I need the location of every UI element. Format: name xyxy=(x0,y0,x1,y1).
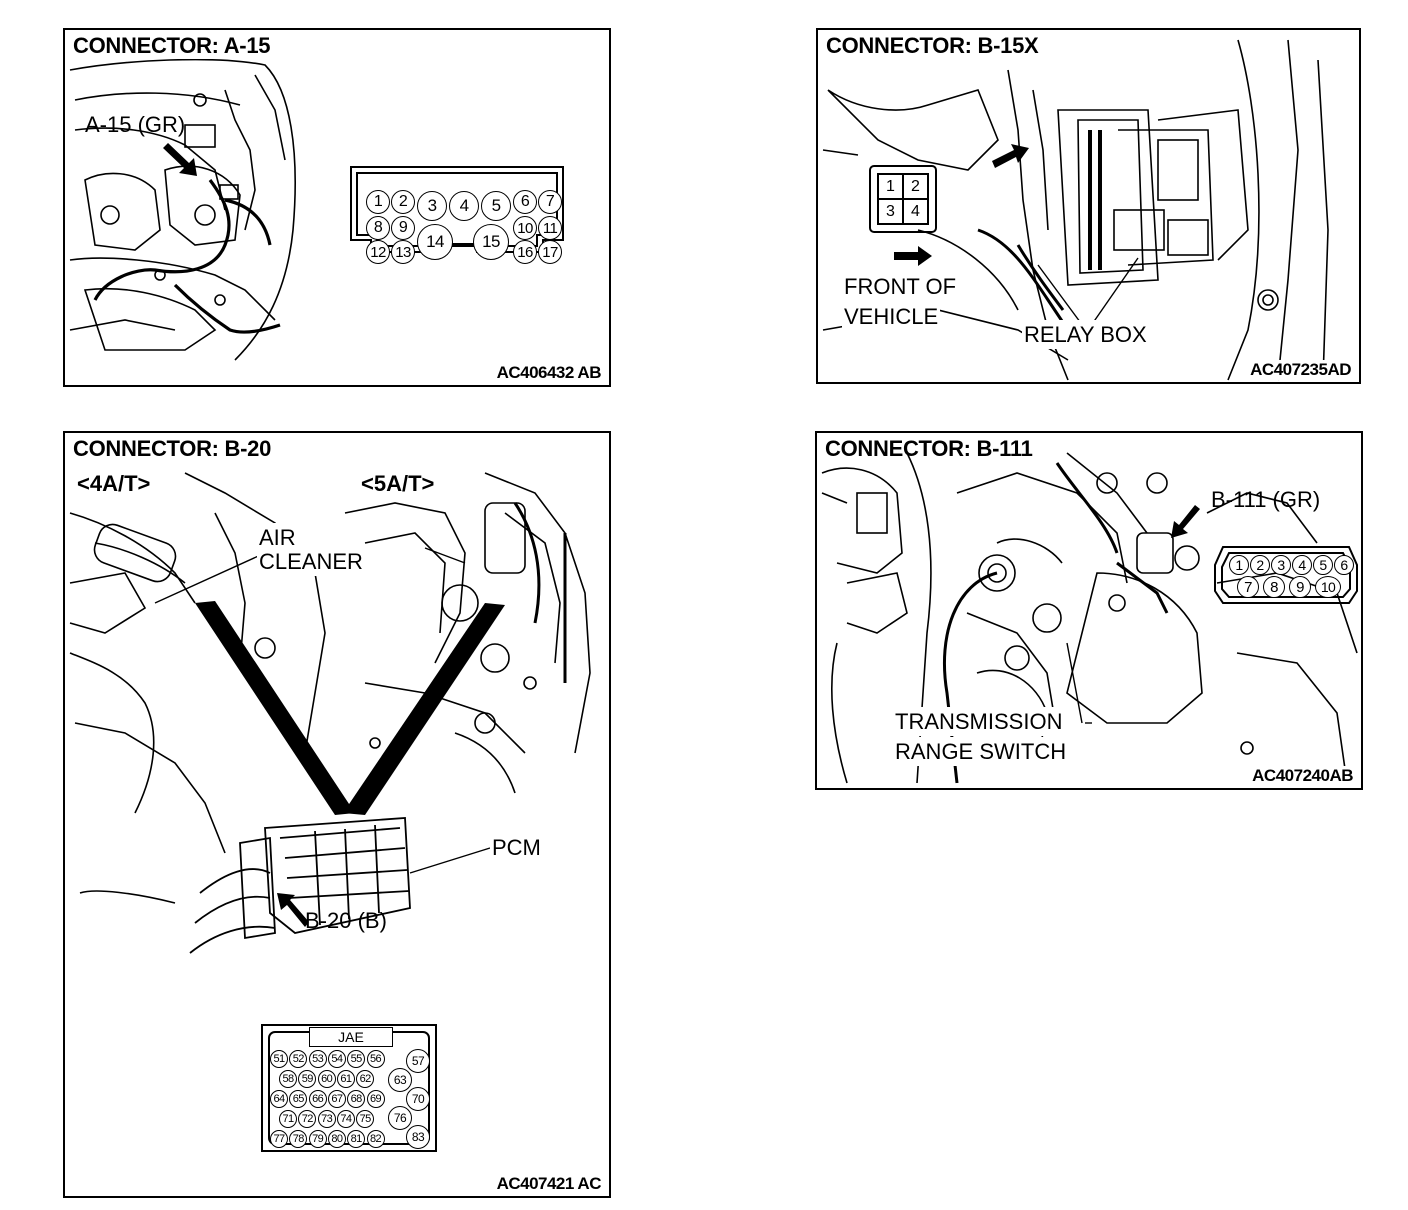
a15-pin-10: 10 xyxy=(513,216,537,240)
a15-title: CONNECTOR: A-15 xyxy=(71,33,273,59)
a15-connector-label: A-15 (GR) xyxy=(85,112,186,137)
b20-jae-pin-68: 68 xyxy=(347,1090,366,1108)
b20-jae-pin-75: 75 xyxy=(356,1110,375,1128)
a15-figure-code: AC406432 AB xyxy=(494,363,603,383)
a15-pin-8: 8 xyxy=(366,216,390,240)
b20-jae-pin-74: 74 xyxy=(336,1110,355,1128)
b20-title: CONNECTOR: B-20 xyxy=(71,436,274,462)
b20-jae-pin-63: 63 xyxy=(388,1068,412,1092)
b20-jae-pin-60: 60 xyxy=(317,1070,336,1088)
b20-jae-pin-64: 64 xyxy=(270,1090,288,1108)
b20-jae-pin-67: 67 xyxy=(327,1090,346,1108)
a15-pin-5: 5 xyxy=(481,191,511,221)
b111-pin-5: 5 xyxy=(1313,555,1333,575)
b20-jae-pin-55: 55 xyxy=(347,1050,366,1068)
b20-jae-pin-72: 72 xyxy=(298,1110,317,1128)
b20-air-cleaner-line2: CLEANER xyxy=(257,547,365,576)
b111-pointer-arrow-icon xyxy=(1171,505,1200,538)
b20-jae-pin-51: 51 xyxy=(270,1050,288,1068)
b15x-pointer-arrow-icon xyxy=(992,144,1029,168)
b20-jae-pin-78: 78 xyxy=(289,1130,308,1148)
b20-jae-pin-77: 77 xyxy=(270,1130,288,1148)
b20-callout-right-wedge xyxy=(343,603,505,815)
b20-jae-pin-81: 81 xyxy=(347,1130,366,1148)
panel-connector-b111: CONNECTOR: B-111 B-111 (GR) 1 2 3 4 5 6 … xyxy=(815,431,1363,790)
b111-trs-line2: RANGE SWITCH xyxy=(893,737,1069,766)
b20-jae-pin-66: 66 xyxy=(308,1090,327,1108)
b15x-front-of-vehicle-line1: FRONT OF xyxy=(842,272,959,301)
b111-pin-9: 9 xyxy=(1289,576,1311,598)
b20-jae-pin-52: 52 xyxy=(289,1050,308,1068)
b15x-front-arrow-icon xyxy=(894,246,932,266)
b20-jae-pin-65: 65 xyxy=(289,1090,308,1108)
a15-pointer-arrow-icon xyxy=(163,143,197,176)
b20-callout-left-wedge xyxy=(195,601,355,815)
b111-pin-8: 8 xyxy=(1263,576,1285,598)
b20-jae-pin-69: 69 xyxy=(366,1090,385,1108)
b15x-title: CONNECTOR: B-15X xyxy=(824,33,1041,59)
b20-jae-pin-62: 62 xyxy=(356,1070,375,1088)
panel-connector-b15x: CONNECTOR: B-15X 1 2 3 4 FRONT OF VEHICL… xyxy=(816,28,1361,384)
b111-pin-6: 6 xyxy=(1334,555,1354,575)
b20-jae-pin-70: 70 xyxy=(406,1087,430,1111)
a15-pin-7: 7 xyxy=(538,190,562,214)
b111-pin-1: 1 xyxy=(1229,555,1249,575)
b20-pcm-illustration xyxy=(69,472,591,1152)
a15-pin-6: 6 xyxy=(513,190,537,214)
b20-jae-pin-59: 59 xyxy=(298,1070,317,1088)
a15-pin-1: 1 xyxy=(366,190,390,214)
b20-jae-pin-57: 57 xyxy=(406,1049,430,1073)
b15x-pin-4: 4 xyxy=(903,199,928,224)
b20-5at-label: <5A/T> xyxy=(359,469,437,498)
panel-connector-a15: CONNECTOR: A-15 A-15 (GR) 1 2 3 4 5 6 7 … xyxy=(63,28,611,387)
b20-jae-pin-80: 80 xyxy=(327,1130,346,1148)
b111-pin-10: 10 xyxy=(1315,576,1341,598)
b20-jae-label: JAE xyxy=(309,1027,393,1047)
b20-jae-pin-58: 58 xyxy=(279,1070,297,1088)
b20-4at-label: <4A/T> xyxy=(75,469,153,498)
b20-jae-pin-76: 76 xyxy=(388,1106,412,1130)
b20-jae-pin-56: 56 xyxy=(366,1050,385,1068)
b111-pin-7: 7 xyxy=(1237,576,1259,598)
b20-pcm-label: PCM xyxy=(490,833,543,862)
a15-pin-11: 11 xyxy=(538,216,562,240)
b15x-figure-code: AC407235AD xyxy=(1248,360,1353,380)
b15x-pin-2: 2 xyxy=(903,174,928,199)
a15-pin-2: 2 xyxy=(391,190,415,214)
a15-pin-12: 12 xyxy=(366,240,390,264)
a15-pin-9: 9 xyxy=(391,216,415,240)
a15-pin-16: 16 xyxy=(513,240,537,264)
b15x-pin-1: 1 xyxy=(878,174,903,199)
a15-pin-4: 4 xyxy=(449,191,479,221)
b20-jae-pin-79: 79 xyxy=(308,1130,327,1148)
b20-jae-pin-54: 54 xyxy=(327,1050,346,1068)
b15x-relay-box-illustration xyxy=(822,39,1329,381)
b111-title: CONNECTOR: B-111 xyxy=(825,436,1033,461)
b20-pointer-arrow-icon xyxy=(277,893,309,927)
b15x-front-of-vehicle-line2: VEHICLE xyxy=(842,302,941,331)
b20-jae-pin-53: 53 xyxy=(308,1050,327,1068)
a15-pin-13: 13 xyxy=(391,240,415,264)
a15-pin-15: 15 xyxy=(473,224,509,260)
b20-jae-pin-73: 73 xyxy=(317,1110,336,1128)
a15-pin-3: 3 xyxy=(417,191,447,221)
b20-connector-label: B-20 (B) xyxy=(305,908,387,933)
b111-trs-line1: TRANSMISSION xyxy=(893,707,1065,736)
a15-pin-14: 14 xyxy=(417,224,453,260)
b111-pin-4: 4 xyxy=(1292,555,1312,575)
b15x-pin-3: 3 xyxy=(878,199,903,224)
b20-jae-pin-82: 82 xyxy=(366,1130,385,1148)
b111-pin-3: 3 xyxy=(1271,555,1291,575)
b111-figure-code: AC407240AB xyxy=(1250,766,1355,786)
b20-jae-pin-71: 71 xyxy=(279,1110,297,1128)
b20-jae-pin-61: 61 xyxy=(336,1070,355,1088)
b15x-relay-box-label: RELAY BOX xyxy=(1022,320,1149,349)
b111-pin-2: 2 xyxy=(1250,555,1270,575)
b20-figure-code: AC407421 AC xyxy=(494,1174,603,1194)
b20-jae-pin-83: 83 xyxy=(406,1125,430,1149)
a15-pin-17: 17 xyxy=(538,240,562,264)
panel-connector-b20: CONNECTOR: B-20 <4A/T> <5A/T> AIR CLEANE… xyxy=(63,431,611,1198)
b111-connector-label: B-111 (GR) xyxy=(1211,487,1321,512)
